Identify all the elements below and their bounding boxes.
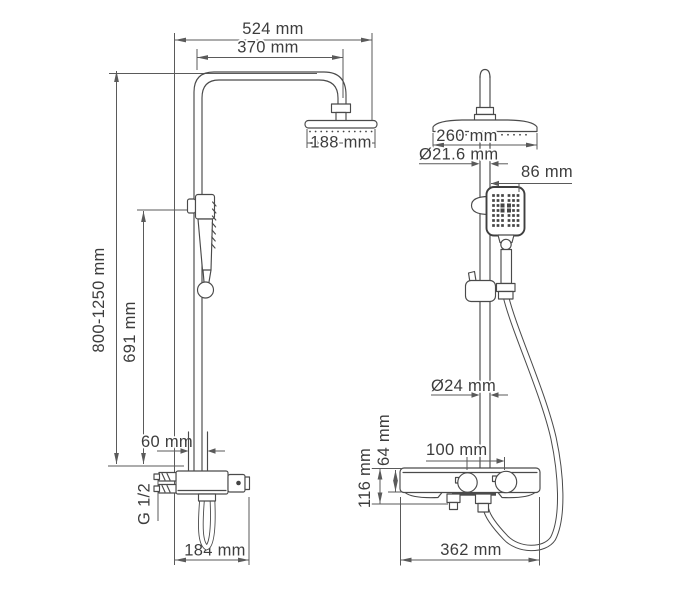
hand-shower-bracket bbox=[464, 279, 497, 303]
dim-bar-height: 691 mm bbox=[121, 301, 139, 362]
hand-shower-nozzles bbox=[492, 194, 520, 227]
dim-arm-projection: 370 mm bbox=[237, 39, 298, 57]
head-connector bbox=[330, 103, 352, 114]
left-view-drawing bbox=[153, 71, 378, 551]
dim-handshower-offset: 86 mm bbox=[521, 163, 573, 181]
thermostat-knob-left bbox=[457, 472, 478, 493]
riser-pipe-and-arm bbox=[193, 71, 347, 472]
wall-inlets bbox=[153, 471, 177, 494]
hose-ball-joint bbox=[196, 281, 215, 299]
rain-head-side bbox=[304, 119, 378, 129]
right-view-dimensions: 260 mm Ø21.6 mm 86 mm Ø24 mm 100 mm 64 m… bbox=[354, 125, 574, 566]
dim-head-diameter: 260 mm bbox=[436, 127, 497, 145]
dim-handle-spacing: 100 mm bbox=[426, 441, 487, 459]
dim-base-width: 184 mm bbox=[184, 542, 245, 560]
dim-wall-offset: 60 mm bbox=[141, 433, 193, 451]
dim-thread: G 1/2 bbox=[136, 483, 154, 525]
dim-pipe-diameter: Ø21.6 mm bbox=[419, 146, 498, 164]
hose-connector bbox=[474, 493, 492, 505]
dim-total-width: 524 mm bbox=[242, 20, 303, 38]
right-view-drawing bbox=[399, 68, 564, 552]
left-view-dimensions: 524 mm 370 mm 800-1250 mm 691 mm 60 mm G… bbox=[88, 18, 376, 565]
dim-bar-diameter: Ø24 mm bbox=[431, 377, 496, 395]
rain-head-nozzles bbox=[309, 130, 373, 133]
slider-bracket bbox=[194, 193, 216, 220]
rain-head-nozzles bbox=[441, 133, 527, 136]
hand-shower-handle bbox=[500, 248, 513, 285]
holder-bump bbox=[470, 195, 490, 216]
dim-shelf-height: 64 mm bbox=[375, 414, 393, 466]
hand-shower-side bbox=[197, 218, 214, 271]
hand-shower-pivot bbox=[500, 238, 512, 251]
thermostat-knob-right bbox=[494, 470, 518, 494]
slider-knob bbox=[186, 198, 197, 214]
dim-head-width: 188 mm bbox=[310, 134, 371, 152]
spout-outlet bbox=[446, 493, 461, 504]
dim-shelf-width: 362 mm bbox=[440, 541, 501, 559]
dim-body-height: 116 mm bbox=[356, 448, 374, 508]
dim-height-range: 800-1250 mm bbox=[90, 247, 108, 352]
hand-shower-ridges bbox=[211, 201, 217, 249]
bar-top-cap bbox=[479, 68, 491, 79]
hose-outlet bbox=[197, 493, 217, 502]
rain-head-front bbox=[432, 119, 538, 133]
